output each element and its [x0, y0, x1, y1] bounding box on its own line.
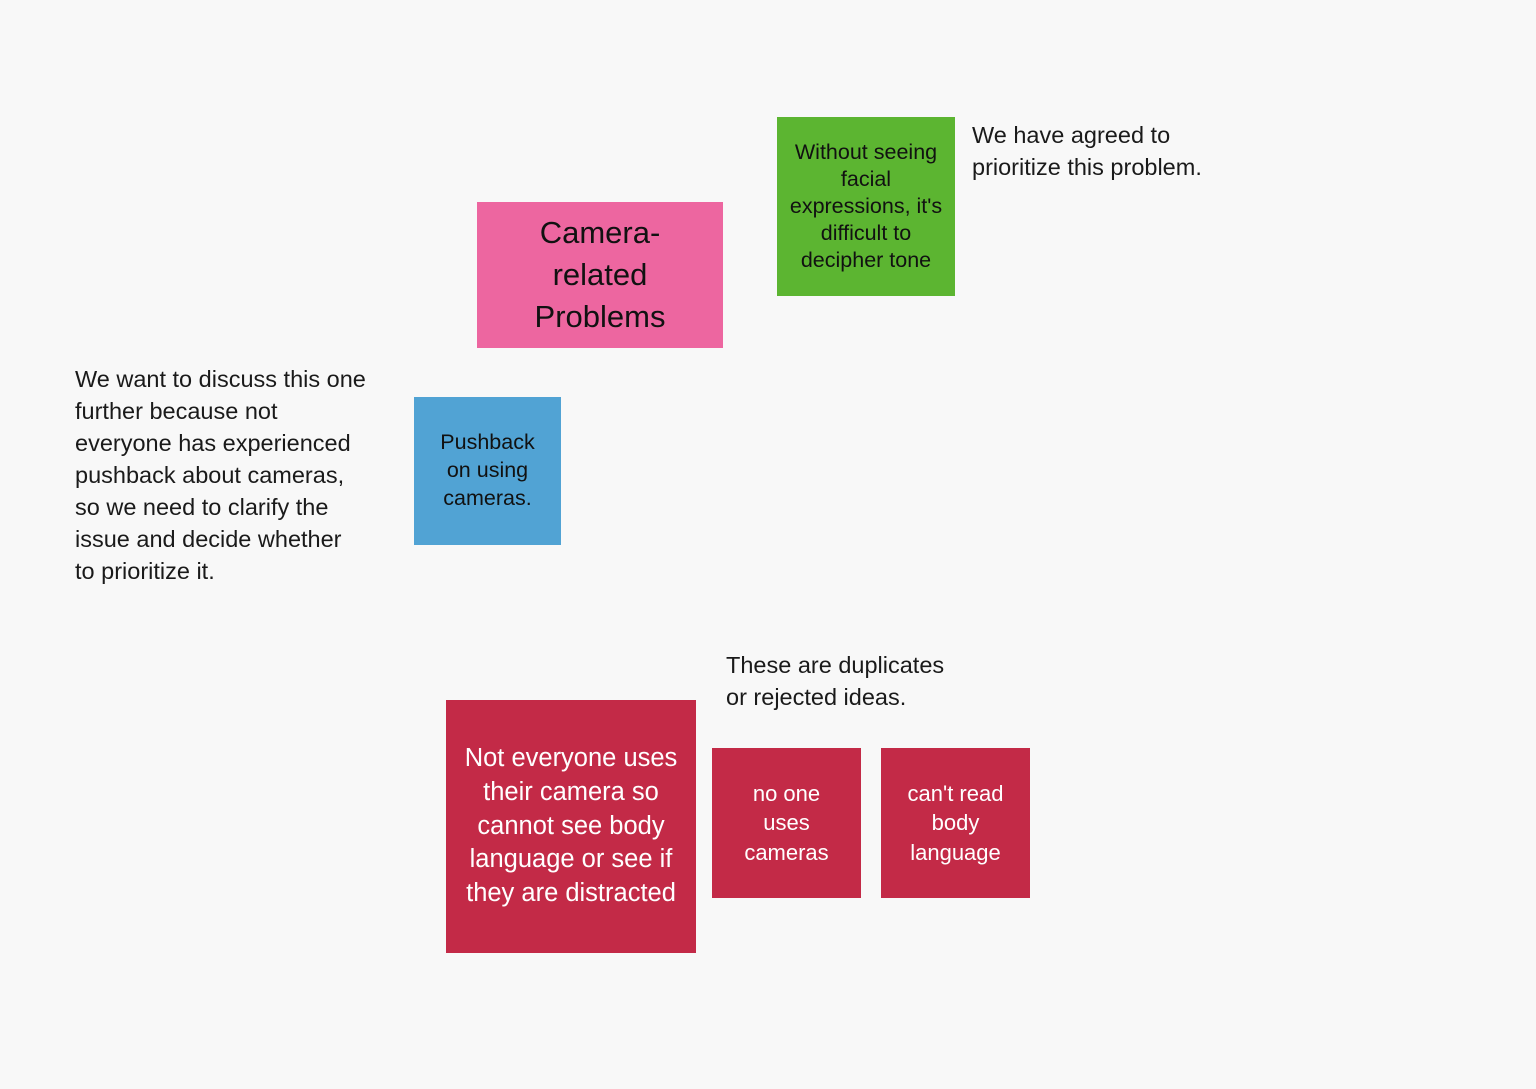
sticky-note-text: Without seeing facial expressions, it's … — [789, 139, 943, 273]
sticky-note-no-one-uses-cameras[interactable]: no one uses cameras — [712, 748, 861, 898]
sticky-note-cant-read-body-language[interactable]: can't read body language — [881, 748, 1030, 898]
sticky-note-not-everyone-uses-their-camera[interactable]: Not everyone uses their camera so cannot… — [446, 700, 696, 953]
annotation-these-are-duplicates: These are duplicates or rejected ideas. — [726, 652, 945, 710]
sticky-note-text: Camera- related Problems — [534, 214, 666, 335]
annotation-we-want-to-discuss: We want to discuss this one further beca… — [75, 366, 366, 584]
sticky-note-text: can't read body language — [907, 781, 1004, 865]
sticky-note-without-seeing-facial-expressions[interactable]: Without seeing facial expressions, it's … — [777, 117, 955, 296]
annotation-we-have-agreed: We have agreed to prioritize this proble… — [972, 122, 1202, 180]
sticky-note-pushback-on-using-cameras[interactable]: Pushback on using cameras. — [414, 397, 561, 545]
sticky-note-text: no one uses cameras — [744, 781, 829, 865]
sticky-note-text: Pushback on using cameras. — [440, 430, 535, 510]
sticky-note-text: Not everyone uses their camera so cannot… — [464, 743, 678, 908]
sticky-note-camera-related-problems[interactable]: Camera- related Problems — [477, 202, 723, 348]
